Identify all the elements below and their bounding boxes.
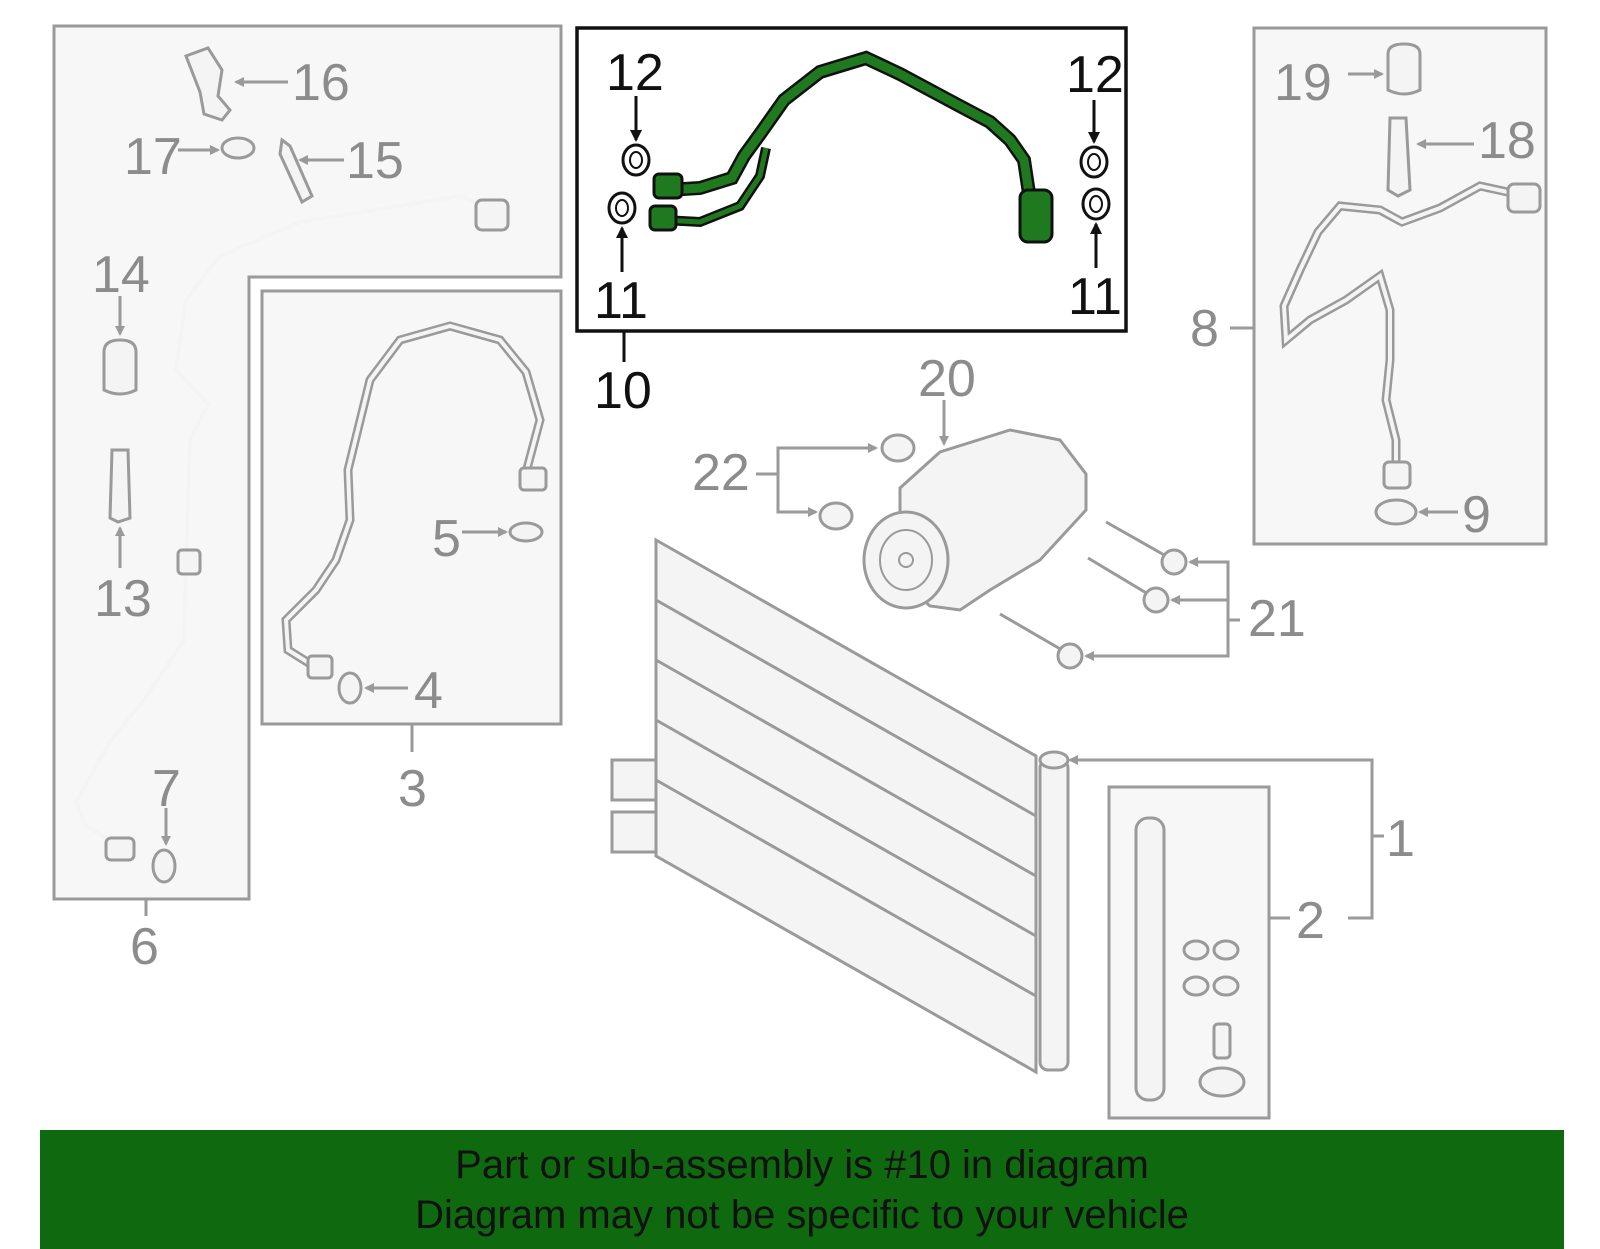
callout-8: 8 (1190, 300, 1219, 358)
callout-11-right: 11 (1068, 268, 1122, 326)
callout-16: 16 (292, 54, 350, 112)
callout-12-right: 12 (1066, 46, 1124, 104)
callout-18: 18 (1478, 112, 1536, 170)
callout-19: 19 (1274, 54, 1332, 112)
callout-12-left: 12 (606, 44, 664, 102)
part-3-hose (281, 321, 548, 680)
callout-10: 10 (594, 362, 652, 420)
part-7-oring (151, 808, 177, 884)
part-17-oring (178, 136, 256, 160)
part-15-valve (278, 137, 344, 205)
part-10-hose (648, 50, 1054, 244)
callout-1: 1 (1386, 810, 1415, 868)
callout-4: 4 (414, 662, 443, 720)
callout-3: 3 (398, 760, 427, 818)
part-16-sensor (184, 46, 288, 122)
callout-6: 6 (130, 918, 159, 976)
callout-22: 22 (692, 444, 750, 502)
part-13-valve-core (108, 448, 132, 568)
callout-17: 17 (124, 128, 182, 186)
callout-15: 15 (346, 132, 404, 190)
panel-part-3 (260, 289, 563, 726)
part-14-cap (102, 296, 138, 396)
callout-21: 21 (1248, 590, 1306, 648)
part-1-condenser (610, 537, 1384, 1075)
info-banner: Part or sub-assembly is #10 in diagram D… (40, 1130, 1564, 1249)
part-21-bolts (999, 520, 1240, 670)
banner-line-2: Diagram may not be specific to your vehi… (415, 1192, 1189, 1237)
callout-11-left: 11 (594, 272, 648, 330)
panel-part-6 (52, 24, 563, 901)
part-11-oring-right (1081, 187, 1111, 268)
callout-13: 13 (94, 570, 152, 628)
banner-line-1: Part or sub-assembly is #10 in diagram (455, 1142, 1149, 1187)
part-19-cap (1348, 42, 1422, 96)
part-11-oring-left (607, 191, 637, 272)
callout-9: 9 (1462, 486, 1491, 544)
part-4-oring (337, 671, 408, 705)
part-8-hose (1279, 181, 1542, 490)
part-9-oring (1374, 498, 1458, 526)
part-6-hose (73, 193, 510, 862)
part-22-bushings (756, 433, 916, 531)
part-20-compressor (862, 400, 1088, 612)
callout-14: 14 (92, 246, 150, 304)
part-18-valve (1386, 116, 1474, 198)
callout-20: 20 (918, 350, 976, 408)
part-12-oring-right (1079, 100, 1109, 179)
callout-2: 2 (1296, 892, 1325, 950)
part-12-oring-left (621, 96, 651, 177)
callout-5: 5 (432, 510, 461, 568)
part-5-oring (462, 521, 544, 543)
part-2-drier-kit (1134, 816, 1290, 1102)
callout-7: 7 (152, 760, 181, 818)
